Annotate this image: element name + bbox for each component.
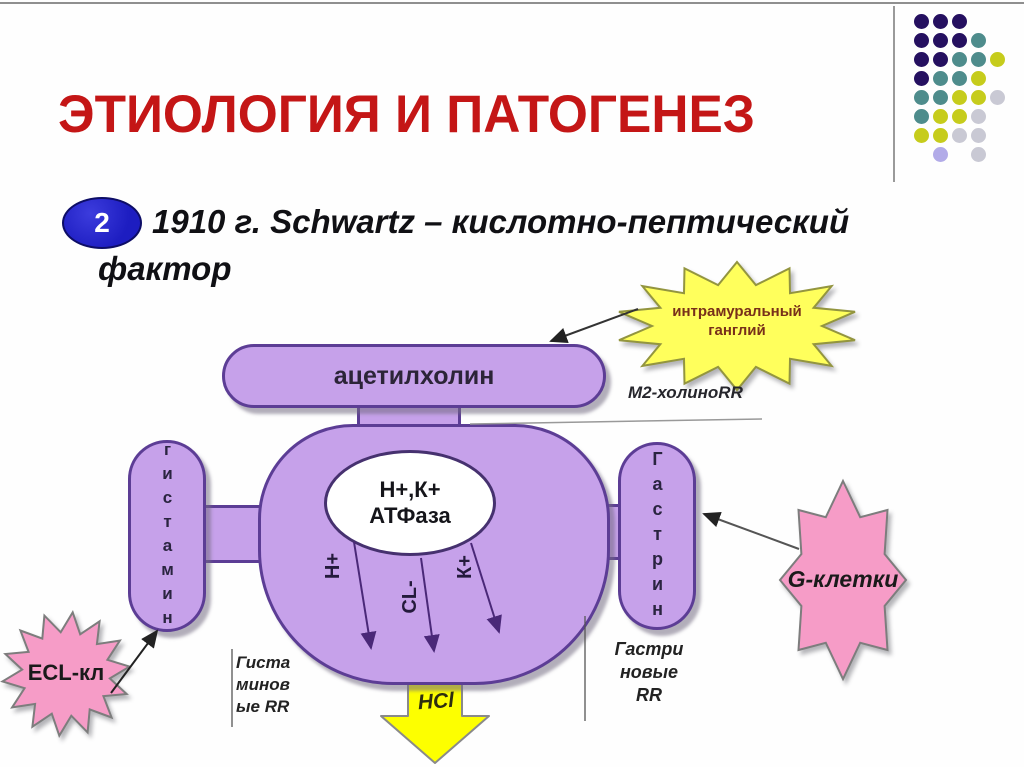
h-ion-label: Н+ — [322, 552, 344, 580]
decoration-dot — [952, 52, 967, 67]
pump-label-line1: Н+,К+ — [379, 476, 441, 502]
arrow-gcell-to-gastrin — [702, 512, 800, 550]
slide-top-border — [0, 2, 1024, 4]
acetylcholine-label: ацетилхолин — [333, 361, 495, 390]
gastrin-pill: Гастрин — [618, 442, 696, 630]
hcl-label: HCl — [417, 688, 455, 715]
ganglion-label: интрамуральный ганглий — [672, 303, 802, 339]
bullet-number: 2 — [94, 207, 110, 238]
g-cell-star — [778, 478, 908, 682]
decoration-dot — [914, 109, 929, 124]
histamine-pill: гистамин — [128, 440, 206, 632]
gastrin-vertical-label: Гастрин — [647, 448, 668, 624]
histamine-receptor-label: Гиста минов ые RR — [236, 653, 291, 717]
decoration-dot — [933, 71, 948, 86]
decoration-dot — [914, 14, 929, 29]
decoration-dot — [933, 52, 948, 67]
arrow-ecl-to-histamine — [110, 629, 159, 694]
bullet-text-line1: 1910 г. Schwartz – кислотно-пептический — [152, 203, 850, 240]
decoration-dot — [933, 147, 948, 162]
slide-title: ЭТИОЛОГИЯ И ПАТОГЕНЕЗ — [58, 85, 755, 144]
decoration-dot — [990, 90, 1005, 105]
m2-leader-line — [469, 418, 763, 425]
pump-label-line2: АТФаза — [369, 503, 451, 528]
decoration-dot — [914, 52, 929, 67]
arrow-ganglion-to-acetylcholine — [549, 308, 639, 343]
ecl-cell-starburst — [0, 609, 132, 739]
decoration-dot — [971, 52, 986, 67]
cl-ion-label: CL- — [399, 580, 421, 614]
proton-pump-ellipse: Н+,К+ АТФаза — [324, 450, 496, 556]
decoration-dot — [952, 109, 967, 124]
decoration-dot — [971, 128, 986, 143]
decoration-dot — [914, 128, 929, 143]
decoration-dot — [952, 128, 967, 143]
ecl-cell-label: ECL-кл — [27, 660, 105, 685]
k-ion-arrow — [470, 542, 502, 634]
decoration-dot — [971, 71, 986, 86]
decoration-dot — [971, 90, 986, 105]
h-ion-arrow — [353, 541, 377, 650]
ganglion-starburst — [618, 260, 856, 392]
histamine-connector — [196, 505, 268, 563]
decoration-dot — [952, 33, 967, 48]
bullet-text-line2: фактор — [98, 250, 232, 287]
decoration-dot — [933, 109, 948, 124]
decoration-dot — [971, 33, 986, 48]
bullet-number-badge: 2 — [62, 197, 142, 249]
m2-receptor-label: М2-холиноRR — [628, 383, 743, 402]
decoration-dot — [971, 147, 986, 162]
decoration-dot — [990, 52, 1005, 67]
decoration-dot — [914, 71, 929, 86]
decoration-dot — [933, 128, 948, 143]
acetylcholine-shape: ацетилхолин — [222, 344, 606, 408]
decoration-dot — [933, 90, 948, 105]
decoration-dot — [914, 33, 929, 48]
decoration-dot — [914, 90, 929, 105]
decoration-dot — [952, 14, 967, 29]
gastrin-receptor-label: Гастри новые RR — [614, 639, 684, 706]
decoration-vertical-line — [893, 6, 895, 182]
g-cell-label: G-клетки — [787, 566, 899, 592]
k-ion-label: К+ — [454, 555, 476, 579]
histamine-vertical-label: гистамин — [158, 440, 177, 632]
decoration-dot — [971, 109, 986, 124]
decoration-dot — [952, 71, 967, 86]
decoration-dot — [933, 33, 948, 48]
decoration-dot — [952, 90, 967, 105]
cl-ion-arrow — [420, 557, 440, 653]
decoration-dot — [933, 14, 948, 29]
